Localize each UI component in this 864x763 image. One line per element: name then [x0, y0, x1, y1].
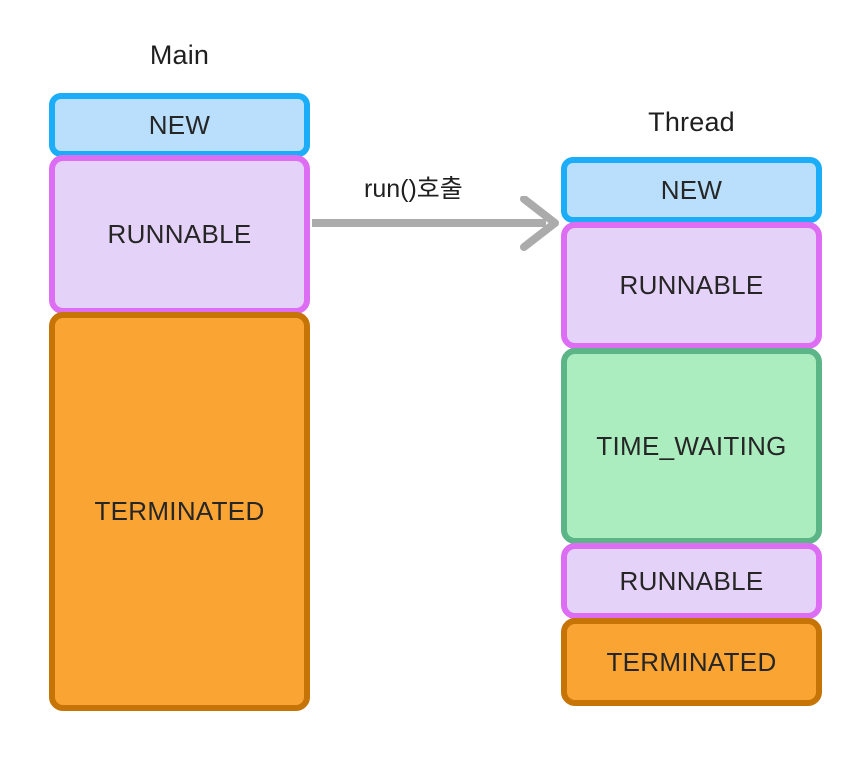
- arrow-label-run-call: run()호출: [364, 175, 463, 203]
- thread-state-time-waiting: TIME_WAITING: [561, 348, 822, 544]
- thread-state-terminated: TERMINATED: [561, 618, 822, 706]
- arrow-icon: [312, 195, 559, 251]
- thread-column-title: Thread: [648, 107, 735, 137]
- thread-state-runnable-1: RUNNABLE: [561, 222, 822, 349]
- thread-state-runnable-2-label: RUNNABLE: [619, 565, 764, 596]
- main-state-terminated-label: TERMINATED: [94, 496, 265, 526]
- main-state-terminated: TERMINATED: [49, 312, 310, 711]
- main-state-runnable-label: RUNNABLE: [107, 219, 252, 249]
- main-column-title: Main: [149, 40, 210, 70]
- main-state-new-label: NEW: [148, 109, 211, 140]
- thread-state-new: NEW: [561, 157, 822, 223]
- thread-state-new-label: NEW: [660, 174, 723, 205]
- main-state-runnable: RUNNABLE: [49, 155, 310, 314]
- run-call-arrow: [310, 195, 562, 252]
- thread-state-terminated-label: TERMINATED: [606, 646, 777, 677]
- main-state-new: NEW: [49, 93, 310, 157]
- thread-state-runnable-1-label: RUNNABLE: [619, 270, 764, 300]
- thread-state-runnable-2: RUNNABLE: [561, 543, 822, 619]
- thread-state-time-waiting-label: TIME_WAITING: [596, 430, 787, 461]
